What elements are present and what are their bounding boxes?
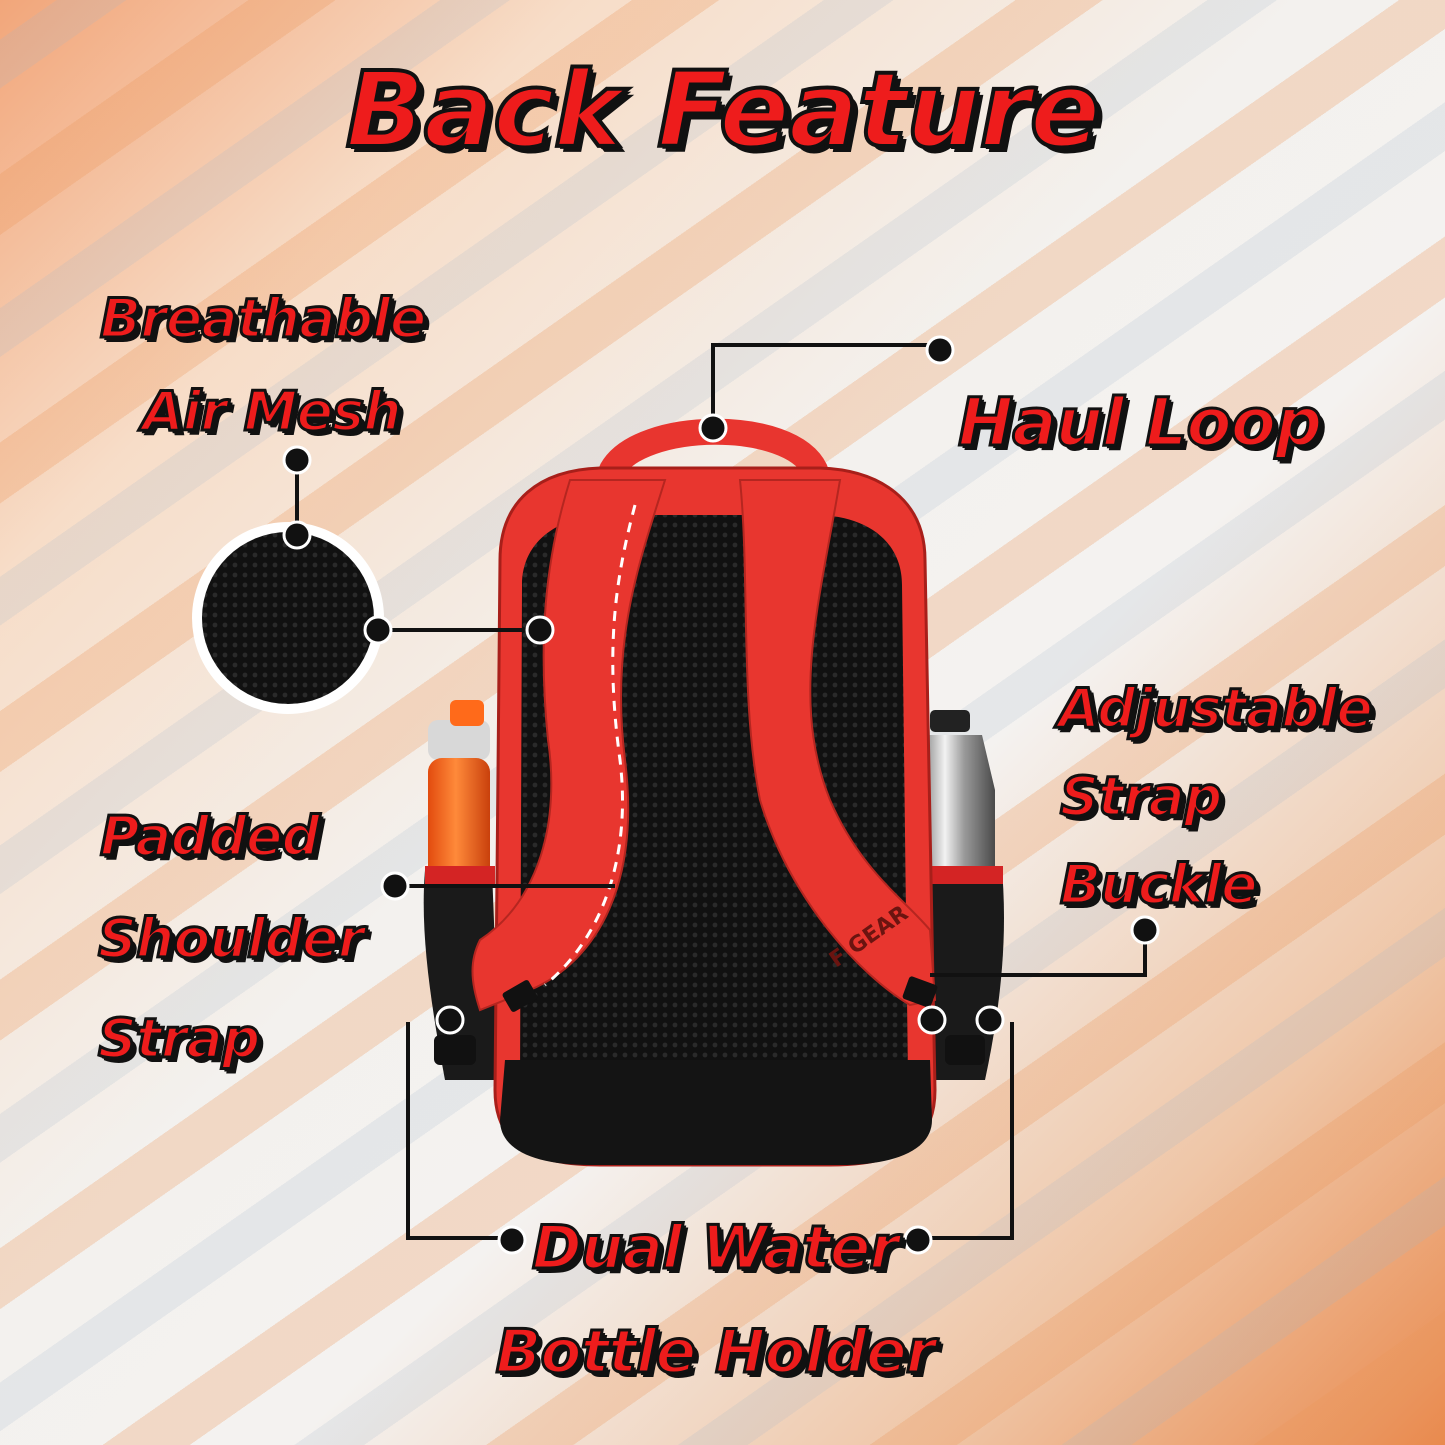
shoulder-strap-label-line3: Strap	[96, 1007, 261, 1070]
shoulder-strap-label-line2: Shoulder	[96, 907, 365, 970]
mesh-swatch-icon	[192, 522, 384, 714]
page-title: Back Feature	[344, 49, 1103, 171]
strap-buckle-label-line1: Adjustable	[1057, 677, 1375, 740]
left-shoulder-strap	[471, 479, 667, 1012]
callout-dot-icon	[282, 335, 1160, 1255]
backpack-base	[500, 1060, 932, 1165]
haul-loop-label: Haul Loop	[956, 384, 1323, 461]
right-strap-buckle	[902, 976, 938, 1008]
strap-stitching	[544, 504, 637, 987]
air-mesh-label-line1: Breathable	[98, 287, 427, 350]
shoulder-strap-label-line1: Padded	[98, 805, 321, 868]
strap-buckle-label-line3: Buckle	[1059, 853, 1260, 916]
orange-water-bottle	[428, 700, 490, 888]
bottle-holder-label-line1: Dual Water	[530, 1213, 900, 1283]
left-strap-buckle	[502, 980, 538, 1012]
callout-lines	[295, 343, 1147, 1240]
steel-water-bottle	[918, 710, 995, 880]
air-mesh-label-line2: Air Mesh	[141, 380, 404, 443]
bottle-holder-label-line2: Bottle Holder	[494, 1317, 937, 1387]
strap-buckle-label-line2: Strap	[1058, 765, 1223, 828]
